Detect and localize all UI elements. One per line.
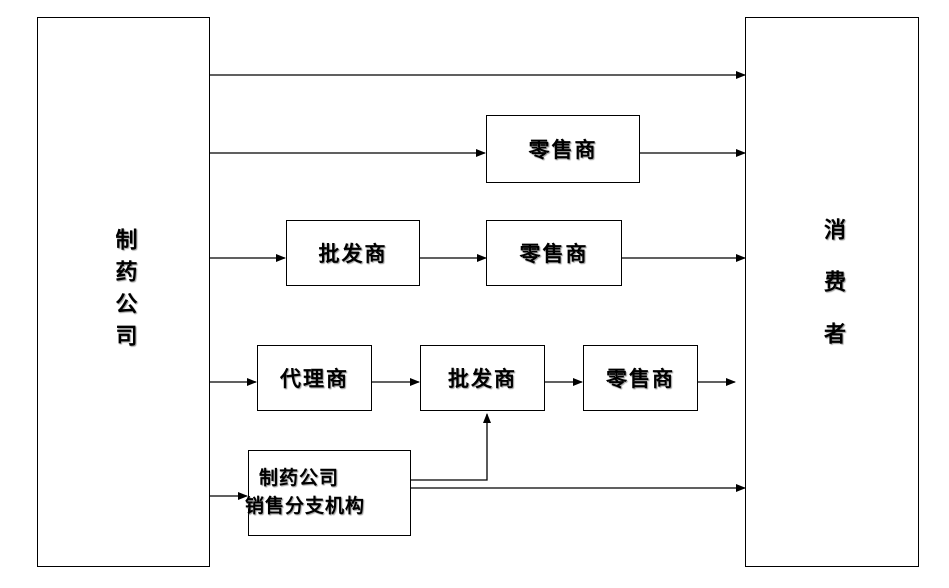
sales-branch-label-line2: 销售分支机构 — [245, 495, 366, 517]
agent-box-channel4: 代理商 — [257, 345, 372, 411]
agent-label: 代理商 — [280, 367, 349, 391]
sales-branch-box: 制药公司 销售分支机构 — [245, 450, 411, 536]
arrow-branch-to-wholesaler — [411, 413, 491, 481]
consumer-label: 消费者 — [820, 218, 845, 374]
wholesaler-box-channel4: 批发商 — [420, 345, 545, 411]
wholesaler-label: 批发商 — [318, 242, 388, 266]
manufacturer-box: 制药公司 — [37, 17, 210, 567]
manufacturer-label: 制药公司 — [111, 228, 137, 356]
consumer-box: 消费者 — [745, 17, 919, 567]
retailer-label: 零售商 — [519, 242, 589, 266]
retailer-label: 零售商 — [528, 138, 598, 162]
retailer-box-channel3: 零售商 — [486, 220, 622, 286]
wholesaler-label: 批发商 — [448, 367, 517, 391]
retailer-label: 零售商 — [606, 367, 675, 391]
wholesaler-box-channel3: 批发商 — [286, 220, 420, 286]
retailer-box-channel4: 零售商 — [583, 345, 698, 411]
retailer-box-channel2: 零售商 — [486, 115, 640, 183]
sales-branch-label-line1: 制药公司 — [259, 467, 340, 490]
